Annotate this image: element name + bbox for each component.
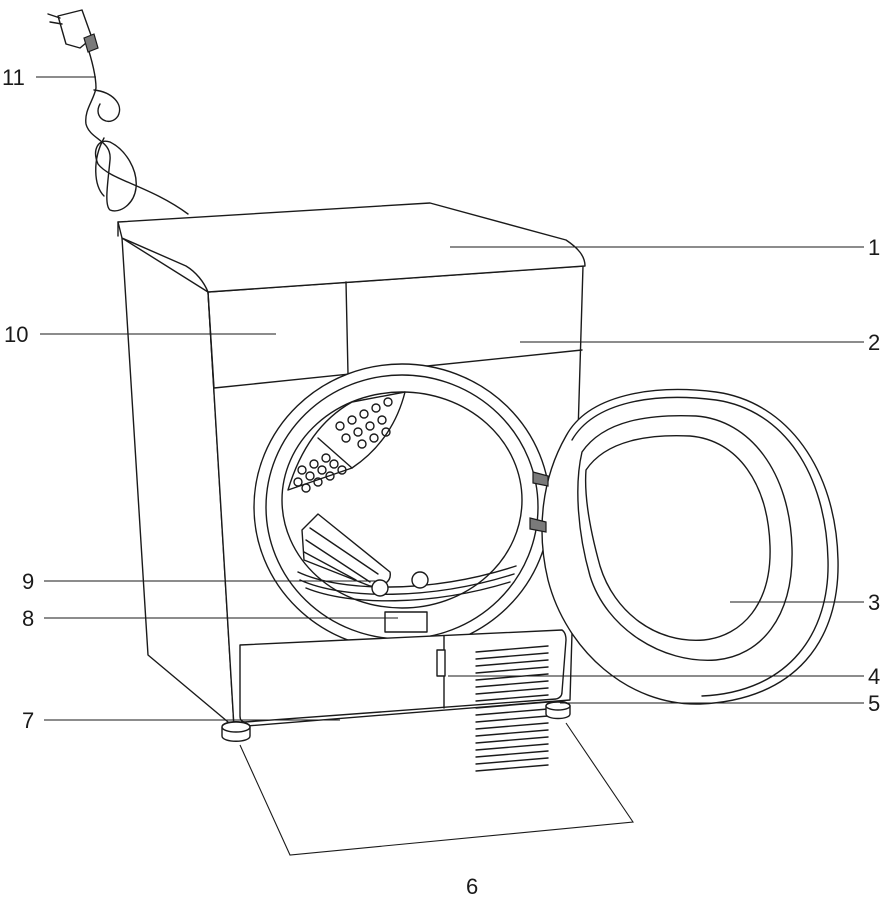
callout-6: 6 <box>466 874 478 899</box>
door <box>529 388 839 705</box>
flap-release-button <box>436 649 446 677</box>
callout-10: 10 <box>4 322 28 347</box>
ventilation-slots <box>475 645 549 772</box>
rating-plate <box>384 611 428 633</box>
callout-5: 5 <box>868 691 880 716</box>
callout-8: 8 <box>22 606 34 631</box>
power-cord <box>85 41 189 215</box>
callout-2: 2 <box>868 330 880 355</box>
door-hinge-upper <box>532 471 549 487</box>
callout-1: 1 <box>868 235 880 260</box>
base-bracket <box>239 722 634 856</box>
callout-9: 9 <box>22 569 34 594</box>
power-plug <box>47 9 99 53</box>
leader-lines <box>36 76 864 721</box>
door-hinge-lower <box>529 517 547 533</box>
drum-opening <box>253 363 551 651</box>
control-panel <box>207 281 583 389</box>
callout-11: 11 <box>2 65 25 90</box>
callout-3: 3 <box>868 590 880 615</box>
plinth <box>239 629 567 772</box>
worktop <box>117 202 586 293</box>
callout-7: 7 <box>22 708 34 733</box>
filter-knob-left <box>371 579 389 597</box>
callout-4: 4 <box>868 664 880 689</box>
drum-perforations <box>293 397 393 493</box>
filter-knob-right <box>411 571 429 589</box>
adjustable-feet <box>221 700 571 742</box>
